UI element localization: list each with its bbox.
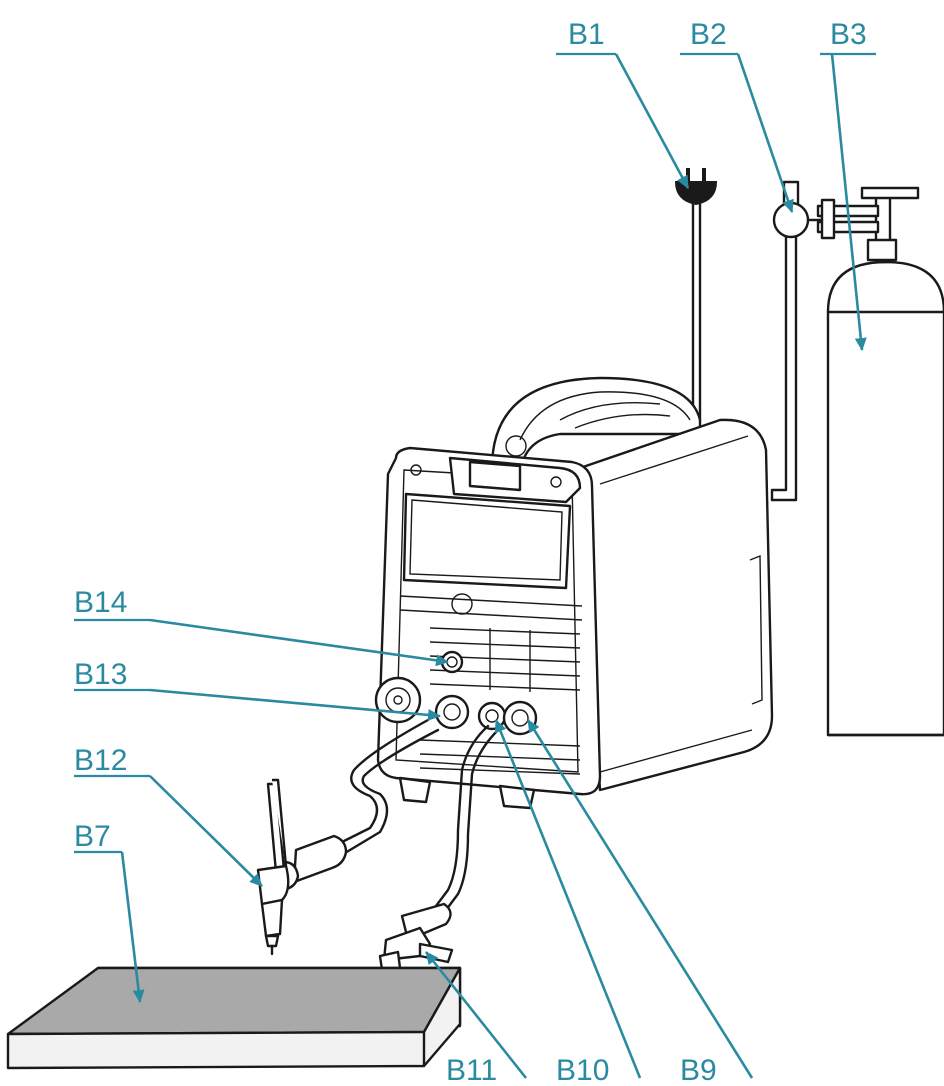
label-b10: B10 <box>556 1054 609 1086</box>
callout-b1: B1 <box>556 18 690 189</box>
callout-b12: B12 <box>74 744 263 887</box>
callout-b13: B13 <box>74 658 441 721</box>
callout-b2: B2 <box>680 18 794 213</box>
gas-hose <box>770 235 798 502</box>
label-b1: B1 <box>568 18 605 51</box>
callout-b11: B11 <box>424 951 528 1086</box>
callout-b14: B14 <box>74 586 449 667</box>
callout-b7: B7 <box>74 820 145 1003</box>
mains-plug <box>674 168 718 206</box>
callout-b3: B3 <box>820 18 876 351</box>
callout-b10: B10 <box>494 719 642 1086</box>
label-b12: B12 <box>74 744 127 777</box>
workpiece-plate <box>6 966 462 1070</box>
gas-cylinder <box>826 186 944 737</box>
label-b14: B14 <box>74 586 127 619</box>
negative-socket <box>434 694 470 730</box>
ground-clamp <box>378 902 454 972</box>
label-b13: B13 <box>74 658 127 691</box>
tig-torch <box>256 778 348 956</box>
positive-socket <box>477 701 507 731</box>
ground-cable <box>428 724 500 920</box>
vent-grille <box>419 627 581 775</box>
label-b9: B9 <box>680 1054 717 1086</box>
tig-torch-socket <box>374 676 422 724</box>
torch-cable <box>328 718 440 858</box>
label-b7: B7 <box>74 820 111 853</box>
mains-cable <box>691 202 702 422</box>
welding-machine <box>374 376 774 810</box>
callout-b9: B9 <box>526 719 754 1086</box>
label-b2: B2 <box>690 18 727 51</box>
label-b3: B3 <box>830 18 867 51</box>
label-b11: B11 <box>446 1054 497 1086</box>
remote-socket <box>502 700 538 736</box>
